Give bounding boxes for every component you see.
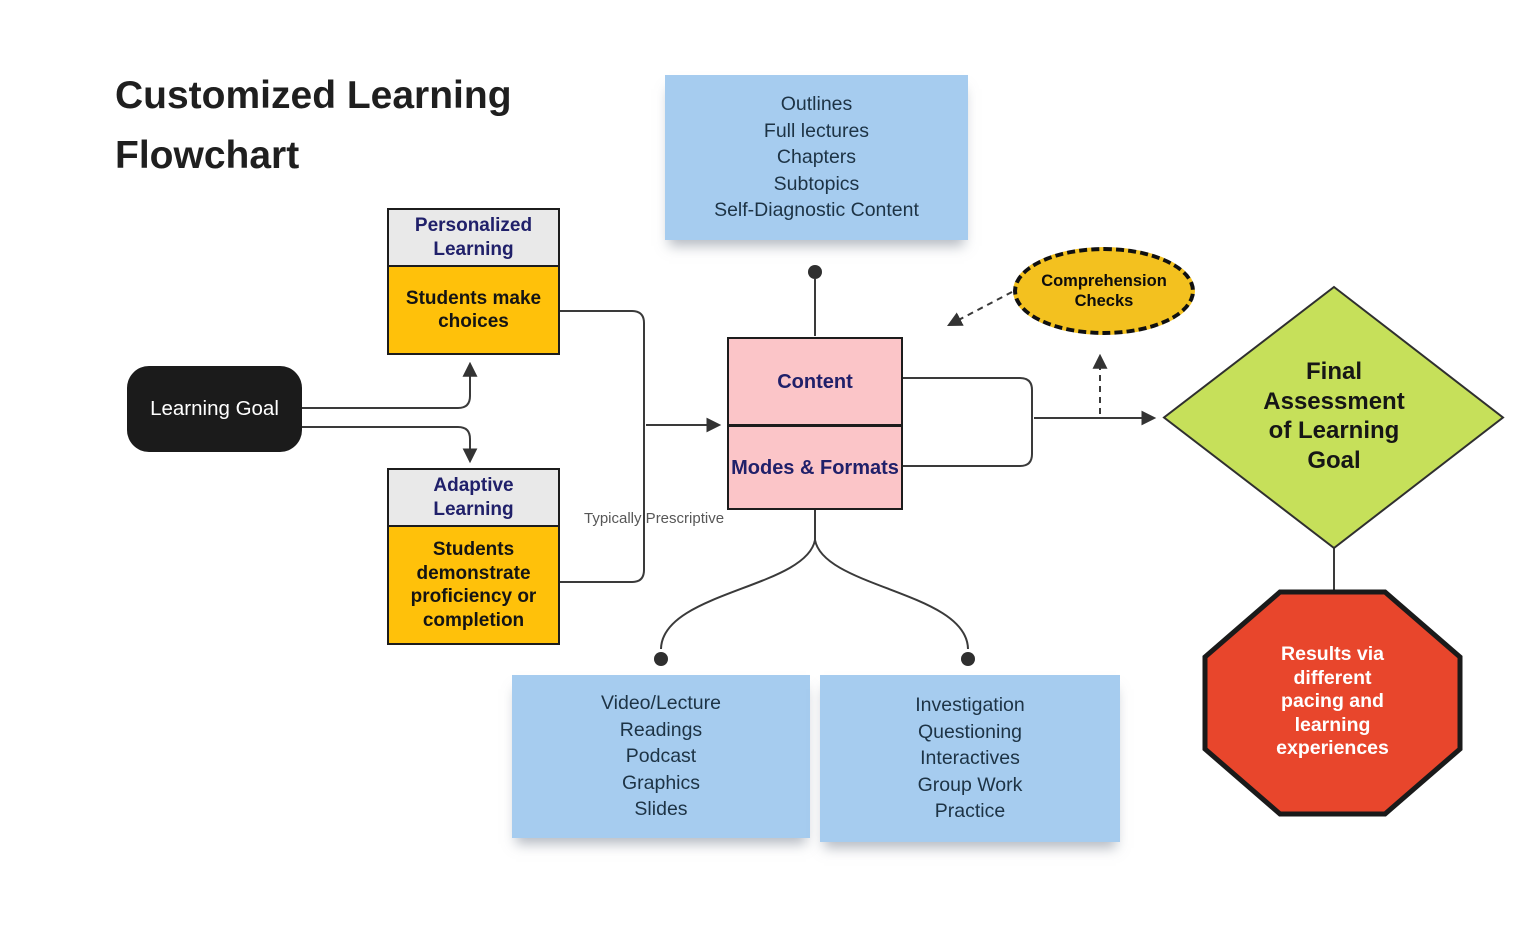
edge-dashed-comprehension-to-content [947, 291, 1013, 327]
dot-active-modes [961, 652, 975, 666]
edge-modes-to-passive [660, 539, 816, 650]
edge-goal-to-personalized [302, 361, 478, 409]
content-modes-box: Content Modes & Formats [727, 337, 903, 510]
results-octagon [1202, 589, 1463, 817]
final-assessment-diamond [1162, 285, 1505, 550]
learning-goal-node: Learning Goal [127, 366, 302, 452]
personalized-learning-box: Personalized Learning Students make choi… [387, 208, 560, 355]
content-cell: Content [729, 339, 901, 427]
passive-modes-note: Video/Lecture Readings Podcast Graphics … [512, 675, 810, 838]
results-label: Results via different pacing and learnin… [1276, 643, 1389, 759]
comprehension-checks-label: Comprehension Checks [1041, 272, 1167, 310]
learning-goal-label: Learning Goal [150, 397, 279, 420]
modes-formats-cell: Modes & Formats [731, 456, 899, 479]
adaptive-learning-body: Students demonstrate proficiency or comp… [389, 527, 558, 643]
edge-merge-right [903, 377, 1033, 467]
typically-prescriptive-label: Typically Prescriptive [584, 510, 725, 527]
edge-merge-left [560, 310, 645, 583]
adaptive-learning-header: Adaptive Learning [389, 470, 558, 527]
final-assessment-label: Final Assessment of Learning Goal [1263, 358, 1405, 474]
personalized-learning-body: Students make choices [389, 267, 558, 353]
connectors [302, 279, 1335, 650]
active-modes-note: Investigation Questioning Interactives G… [820, 675, 1120, 842]
passive-modes-text: Video/Lecture Readings Podcast Graphics … [601, 692, 721, 821]
personalized-learning-header: Personalized Learning [389, 210, 558, 267]
comprehension-checks-ellipse: Comprehension Checks [1013, 247, 1195, 335]
content-examples-note: Outlines Full lectures Chapters Subtopic… [665, 75, 968, 240]
dot-content-examples [808, 265, 822, 279]
page-title: Customized Learning Flowchart [115, 74, 512, 177]
adaptive-learning-box: Adaptive Learning Students demonstrate p… [387, 468, 560, 645]
content-examples-text: Outlines Full lectures Chapters Subtopic… [714, 93, 919, 222]
connector-dots [654, 265, 975, 666]
edge-goal-to-adaptive [302, 426, 478, 464]
active-modes-text: Investigation Questioning Interactives G… [915, 694, 1025, 823]
dot-passive-modes [654, 652, 668, 666]
edge-modes-to-active [814, 539, 969, 650]
